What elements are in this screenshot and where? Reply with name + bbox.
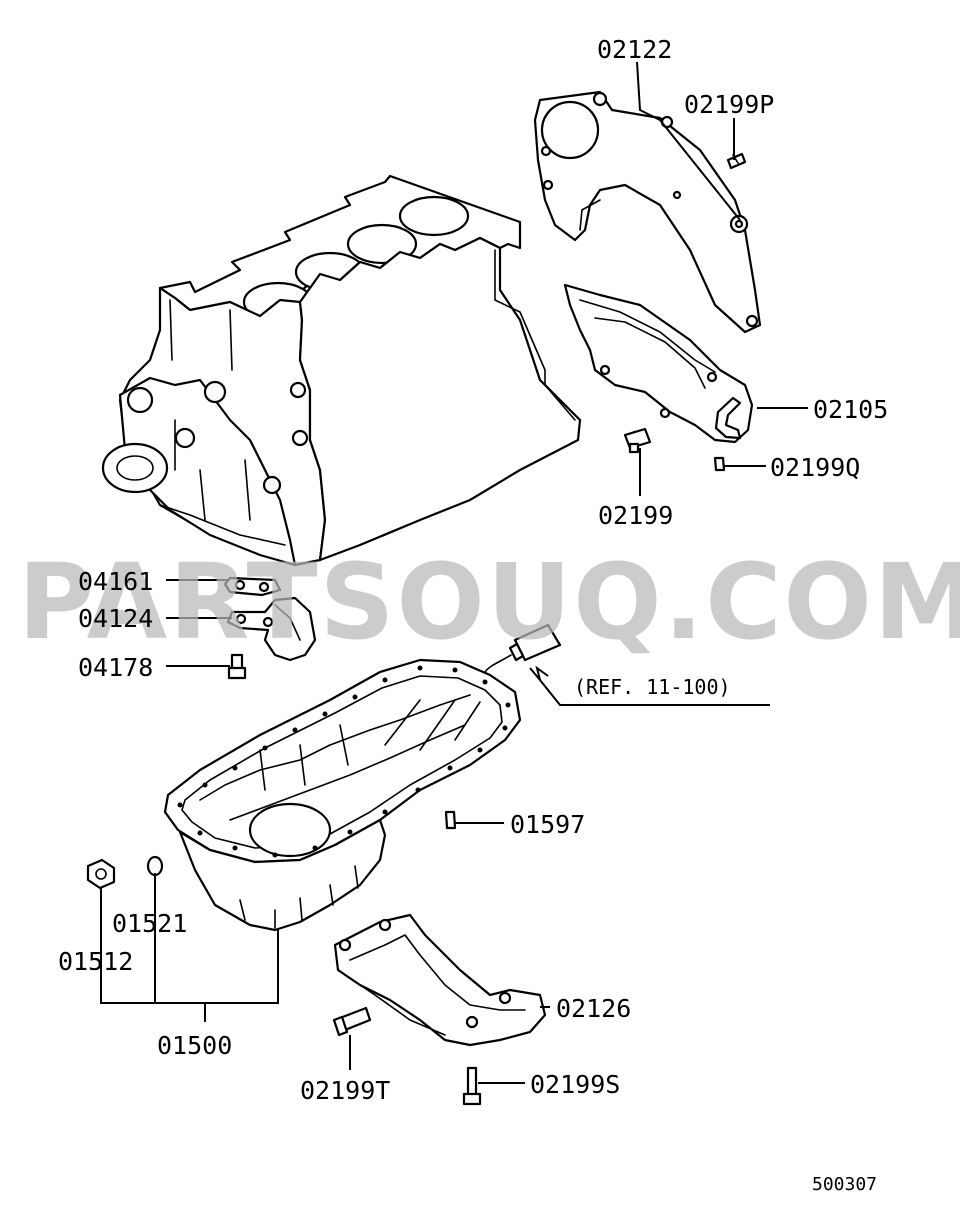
callout-01512: 01512: [58, 947, 133, 976]
callout-02199Q: 02199Q: [770, 453, 860, 482]
callout-04161: 04161: [78, 567, 153, 596]
cylinder-bore-4: [398, 195, 470, 237]
drain-plug-01512: [86, 858, 116, 890]
callout-02199S: 02199S: [530, 1070, 620, 1099]
stiffener-02126: [333, 913, 547, 1047]
part-02122-rear-plate: [533, 90, 762, 334]
callout-04178: 04178: [78, 653, 153, 682]
bolt-02199T: [332, 1006, 372, 1037]
leader-lines: [100, 61, 808, 1084]
callout-01597: 01597: [510, 810, 585, 839]
callout-02199T: 02199T: [300, 1076, 390, 1105]
callout-01521: 01521: [112, 909, 187, 938]
drawing-code: 500307: [812, 1174, 877, 1195]
callout-02122: 02122: [597, 35, 672, 64]
engine-block: [101, 174, 582, 567]
callout-02199P: 02199P: [684, 90, 774, 119]
reference-note: (REF. 11-100): [574, 675, 731, 699]
callout-01500: 01500: [157, 1031, 232, 1060]
bolt-04178: [227, 653, 247, 680]
watermark: PARTSOUQ.COM: [18, 541, 960, 663]
drain-gasket-01521: [146, 855, 164, 877]
bolt-02199P: [726, 152, 747, 170]
oil-strainer-04124: [226, 596, 317, 662]
part-02105-bellhousing-cover: [563, 283, 754, 444]
bolt-02199: [623, 427, 652, 454]
oil-strainer-gasket-04161: [223, 576, 282, 597]
sealant-tube: [484, 623, 562, 673]
bolt-01597: [444, 810, 457, 830]
bolt-02199S: [462, 1066, 482, 1106]
oil-pan-01500: [163, 658, 522, 932]
bolt-02199Q: [713, 456, 726, 472]
callout-02126: 02126: [556, 994, 631, 1023]
callout-02105: 02105: [813, 395, 888, 424]
pan-flange-holes: [177, 665, 511, 858]
callout-04124: 04124: [78, 604, 153, 633]
callout-02199: 02199: [598, 501, 673, 530]
